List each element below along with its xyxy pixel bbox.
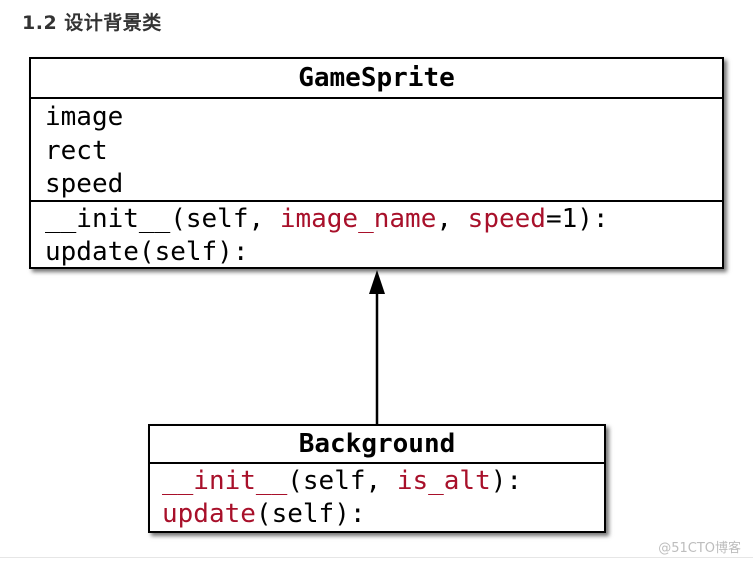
gamesprite-class-box: GameSprite image rect speed __init__(sel… bbox=[29, 57, 724, 269]
method-update-part: (self): bbox=[255, 499, 366, 529]
method-update: update(self): bbox=[45, 236, 722, 269]
method-update-name: update bbox=[162, 499, 256, 529]
background-methods: __init__(self, is_alt): update(self): bbox=[150, 464, 604, 531]
method-init-part: ): bbox=[490, 466, 523, 496]
param-image-name: image_name bbox=[279, 204, 437, 234]
gamesprite-class-name: GameSprite bbox=[31, 59, 722, 99]
method-update: update(self): bbox=[162, 498, 604, 531]
method-init-part: =1): bbox=[545, 204, 609, 234]
param-speed: speed bbox=[467, 204, 546, 234]
method-update-part: update(self): bbox=[45, 237, 249, 267]
bottom-divider bbox=[0, 557, 753, 558]
gamesprite-attributes: image rect speed bbox=[31, 99, 722, 202]
attribute-rect: rect bbox=[45, 135, 108, 166]
section-heading: 1.2 设计背景类 bbox=[22, 12, 162, 34]
attribute-image: image bbox=[45, 102, 124, 132]
method-init-part: , bbox=[436, 204, 468, 234]
method-init: __init__(self, is_alt): bbox=[162, 465, 604, 498]
method-init-part: (self, bbox=[287, 466, 397, 496]
background-class-name: Background bbox=[150, 426, 604, 464]
watermark: @51CTO博客 bbox=[658, 541, 741, 556]
method-init-name: __init__ bbox=[162, 466, 288, 496]
background-class-box: Background __init__(self, is_alt): updat… bbox=[148, 424, 606, 533]
method-init-part: __init__(self, bbox=[45, 204, 280, 234]
inheritance-arrow-head bbox=[369, 270, 385, 294]
param-is-alt: is_alt bbox=[396, 466, 491, 496]
gamesprite-methods: __init__(self, image_name, speed=1): upd… bbox=[31, 202, 722, 269]
attribute-speed: speed bbox=[45, 169, 124, 199]
method-init: __init__(self, image_name, speed=1): bbox=[45, 203, 722, 236]
